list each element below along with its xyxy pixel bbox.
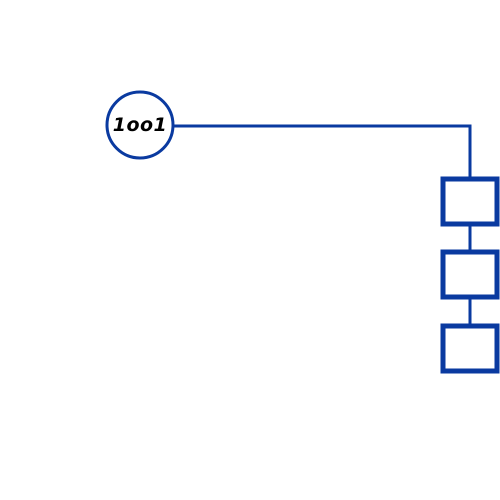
root-node-label: 1oo1 — [112, 114, 168, 136]
connector-circle-to-chain — [173, 124, 472, 179]
root-circle-node — [105, 90, 175, 160]
chain-box-3 — [440, 323, 500, 374]
chain-box-2 — [440, 249, 500, 300]
chain-box-1 — [440, 176, 500, 227]
